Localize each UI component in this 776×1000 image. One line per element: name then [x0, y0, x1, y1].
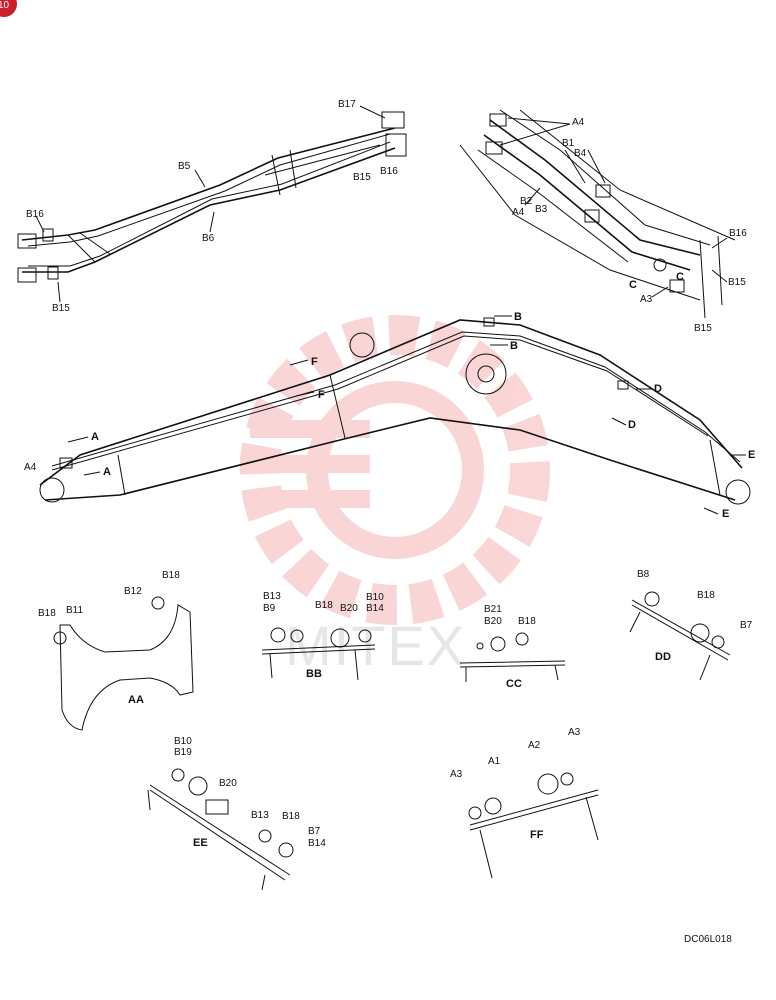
label-b-top: B	[514, 311, 522, 323]
label-ff-a3-top: A3	[568, 727, 581, 738]
label-ee-b10: B10	[174, 736, 192, 747]
label-d-lower: D	[628, 419, 636, 431]
label-d-top: D	[654, 383, 662, 395]
label-b15-bottom: B15	[694, 323, 712, 334]
label-b2: B2	[520, 196, 533, 207]
section-ee-title: EE	[193, 837, 208, 849]
section-ff-title: FF	[530, 829, 544, 841]
label-a4-bottom: A4	[512, 207, 525, 218]
section-aa-title: AA	[128, 694, 144, 706]
section-aa: B12 B18 B18 B11 AA	[38, 570, 194, 731]
label-a4-top: A4	[572, 117, 585, 128]
label-a3: A3	[640, 294, 653, 305]
label-e-lower: E	[722, 508, 729, 520]
boom-hose-view: B B F F A A4 A D D E E	[24, 311, 755, 520]
section-bb-title: BB	[306, 668, 322, 680]
label-bb-b18: B18	[315, 600, 333, 611]
section-cc: B21 B20 B18 CC	[459, 604, 566, 690]
label-a-top: A	[91, 431, 99, 443]
label-dd-b18: B18	[697, 590, 715, 601]
label-b1: B1	[562, 138, 575, 149]
label-c-right: C	[676, 271, 684, 283]
page-badge: 10	[0, 0, 17, 17]
label-aa-b18-top: B18	[162, 570, 180, 581]
label-b16-right: B16	[380, 166, 398, 177]
label-dd-b7: B7	[740, 620, 753, 631]
label-bb-b20: B20	[340, 603, 358, 614]
watermark-gear-icon	[240, 315, 550, 625]
label-cc-b18: B18	[518, 616, 536, 627]
drawing-code: DC06L018	[684, 934, 732, 945]
section-ee: B10 B19 B20 B13 B18 B7 B14 EE	[147, 736, 326, 891]
label-c-left: C	[629, 279, 637, 291]
page-badge-text: 10	[0, 0, 10, 11]
label-bb-b14: B14	[366, 603, 384, 614]
arm-hose-view: B17 B5 B15 B16 B16 B6 B15	[17, 99, 407, 314]
section-dd-title: DD	[655, 651, 671, 663]
label-bb-b9: B9	[263, 603, 276, 614]
label-a-lower: A	[103, 466, 111, 478]
label-a4: A4	[24, 462, 37, 473]
label-ee-b19: B19	[174, 747, 192, 758]
label-f-top: F	[311, 356, 318, 368]
label-b6: B6	[202, 233, 215, 244]
label-cc-b20: B20	[484, 616, 502, 627]
label-aa-b18-left: B18	[38, 608, 56, 619]
label-ff-a3-left: A3	[450, 769, 463, 780]
label-aa-b12: B12	[124, 586, 142, 597]
label-ee-b20: B20	[219, 778, 237, 789]
label-ff-a1: A1	[488, 756, 501, 767]
label-b16-left: B16	[26, 209, 44, 220]
label-b3: B3	[535, 204, 548, 215]
label-ff-a2: A2	[528, 740, 541, 751]
label-f-mid: F	[318, 389, 325, 401]
label-bb-b10: B10	[366, 592, 384, 603]
label-ee-b13: B13	[251, 810, 269, 821]
section-cc-title: CC	[506, 678, 522, 690]
section-dd: B8 B18 B7 DD	[629, 569, 753, 681]
label-b16: B16	[729, 228, 747, 239]
label-b-second: B	[510, 340, 518, 352]
label-aa-b11: B11	[66, 605, 83, 616]
section-bb: B13 B9 B18 B10 B20 B14 BB	[261, 591, 384, 681]
label-cc-b21: B21	[484, 604, 502, 615]
label-b17: B17	[338, 99, 356, 110]
label-b15-left: B15	[52, 303, 70, 314]
label-b15-right: B15	[353, 172, 371, 183]
label-bb-b13: B13	[263, 591, 281, 602]
label-b15-right: B15	[728, 277, 746, 288]
label-ee-b14: B14	[308, 838, 326, 849]
label-e-top: E	[748, 449, 755, 461]
section-ff: A2 A3 A1 A3 FF	[450, 727, 599, 879]
boom-foot-hose-view: A4 B1 B4 B2 B3 A4 B16 C C B15 A3 B15	[459, 109, 747, 334]
label-b5: B5	[178, 161, 191, 172]
label-dd-b8: B8	[637, 569, 650, 580]
label-ee-b18: B18	[282, 811, 300, 822]
label-ee-b7: B7	[308, 826, 321, 837]
label-b4: B4	[574, 148, 587, 159]
